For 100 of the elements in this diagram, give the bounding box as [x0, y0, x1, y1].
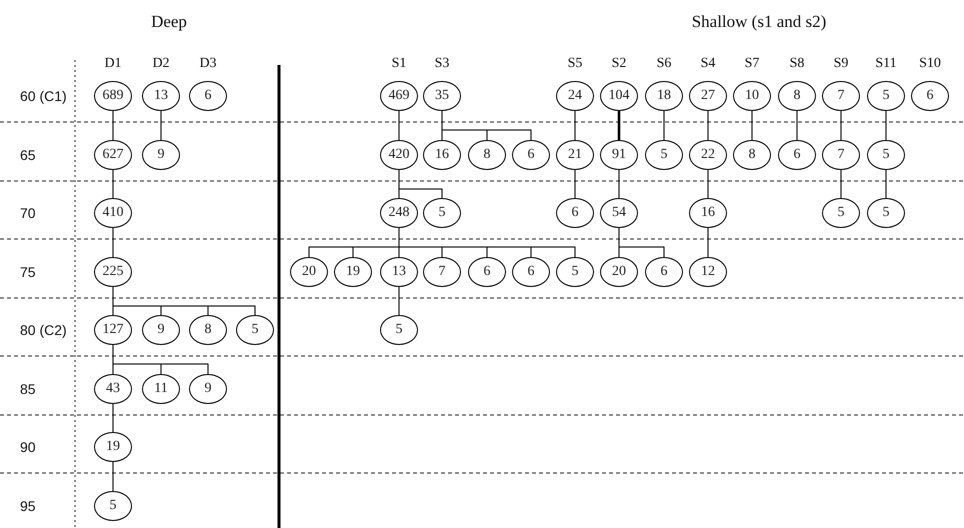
count-ellipse: 7 — [822, 81, 860, 111]
count-ellipse: 6 — [512, 257, 550, 287]
row-label: 60 (C1) — [20, 88, 67, 104]
count-ellipse: 8 — [189, 315, 227, 345]
count-ellipse: 6 — [468, 257, 506, 287]
count-ellipse: 248 — [380, 198, 418, 228]
connector-line — [112, 286, 256, 316]
row-label: 80 (C2) — [20, 322, 67, 338]
count-ellipse: 12 — [689, 257, 727, 287]
connector-line — [398, 228, 576, 258]
count-ellipse: 5 — [556, 257, 594, 287]
connector-line — [112, 344, 208, 374]
count-ellipse: 24 — [556, 81, 594, 111]
count-ellipse: 27 — [689, 81, 727, 111]
count-ellipse: 9 — [142, 140, 180, 170]
column-header: S6 — [656, 56, 672, 72]
count-ellipse: 22 — [689, 140, 727, 170]
count-ellipse: 91 — [600, 140, 638, 170]
count-ellipse: 7 — [822, 140, 860, 170]
count-ellipse: 6 — [778, 140, 816, 170]
count-ellipse: 6 — [645, 257, 683, 287]
connector-line — [618, 111, 620, 140]
count-ellipse: 6 — [556, 198, 594, 228]
count-ellipse: 420 — [380, 140, 418, 170]
count-ellipse: 11 — [142, 374, 180, 404]
row-label: 90 — [20, 439, 36, 455]
count-ellipse: 469 — [380, 81, 418, 111]
count-ellipse: 5 — [423, 198, 461, 228]
column-header: S11 — [875, 56, 897, 72]
column-header: S3 — [434, 56, 450, 72]
row-label: 75 — [20, 264, 36, 280]
count-ellipse: 43 — [94, 374, 132, 404]
connector-line — [618, 228, 664, 258]
count-ellipse: 627 — [94, 140, 132, 170]
column-header: S8 — [790, 56, 804, 72]
connector-line — [398, 286, 400, 316]
count-ellipse: 20 — [600, 257, 638, 287]
count-ellipse: 54 — [600, 198, 638, 228]
column-header: D1 — [104, 56, 122, 72]
column-header: S7 — [744, 56, 760, 72]
count-ellipse: 5 — [867, 81, 905, 111]
connector-line — [840, 110, 842, 140]
count-ellipse: 689 — [94, 81, 132, 111]
column-header: S9 — [834, 56, 848, 72]
panel-title: Deep — [151, 12, 187, 32]
connector-line — [112, 110, 114, 140]
count-ellipse: 410 — [94, 198, 132, 228]
count-ellipse: 5 — [236, 315, 274, 345]
count-ellipse: 225 — [94, 257, 132, 287]
connector-line — [398, 110, 400, 140]
column-header: S4 — [700, 56, 716, 72]
connector-line — [840, 170, 842, 198]
count-ellipse: 6 — [911, 81, 949, 111]
count-ellipse: 9 — [189, 374, 227, 404]
count-ellipse: 5 — [822, 198, 860, 228]
connector-line — [618, 170, 620, 198]
count-ellipse: 13 — [380, 257, 418, 287]
row-label: 70 — [20, 205, 36, 221]
count-ellipse: 13 — [142, 81, 180, 111]
connector-line — [112, 462, 114, 492]
count-ellipse: 18 — [645, 81, 683, 111]
connector-line — [112, 228, 114, 258]
column-header: S10 — [919, 56, 941, 72]
count-ellipse: 9 — [142, 315, 180, 345]
count-ellipse: 7 — [423, 257, 461, 287]
count-ellipse: 16 — [423, 140, 461, 170]
count-ellipse: 19 — [94, 432, 132, 462]
count-ellipse: 5 — [94, 491, 132, 521]
count-ellipse: 8 — [468, 140, 506, 170]
column-header: S2 — [612, 56, 626, 72]
column-header: S1 — [392, 56, 406, 72]
count-ellipse: 20 — [290, 257, 328, 287]
count-ellipse: 5 — [867, 198, 905, 228]
connector-line — [160, 110, 162, 140]
connector-line — [398, 170, 442, 198]
count-ellipse: 5 — [867, 140, 905, 170]
column-header: D3 — [199, 56, 217, 72]
count-ellipse: 8 — [778, 81, 816, 111]
count-ellipse: 5 — [645, 140, 683, 170]
count-ellipse: 127 — [94, 315, 132, 345]
count-ellipse: 6 — [512, 140, 550, 170]
connector-line — [574, 170, 576, 198]
connector-line — [442, 110, 532, 140]
connector-line — [112, 404, 114, 432]
row-label: 85 — [20, 381, 36, 397]
count-ellipse: 5 — [380, 315, 418, 345]
column-header: S5 — [568, 56, 582, 72]
count-ellipse: 35 — [423, 81, 461, 111]
count-ellipse: 19 — [334, 257, 372, 287]
panel-title: Shallow (s1 and s2) — [692, 12, 826, 32]
count-ellipse: 21 — [556, 140, 594, 170]
count-ellipse: 16 — [689, 198, 727, 228]
row-label: 95 — [20, 498, 36, 514]
count-ellipse: 10 — [733, 81, 771, 111]
count-ellipse: 6 — [189, 81, 227, 111]
connector-line — [112, 170, 114, 198]
column-header: D2 — [152, 56, 170, 72]
connector-line — [574, 110, 576, 140]
row-label: 65 — [20, 147, 36, 163]
connector-line — [796, 110, 798, 140]
